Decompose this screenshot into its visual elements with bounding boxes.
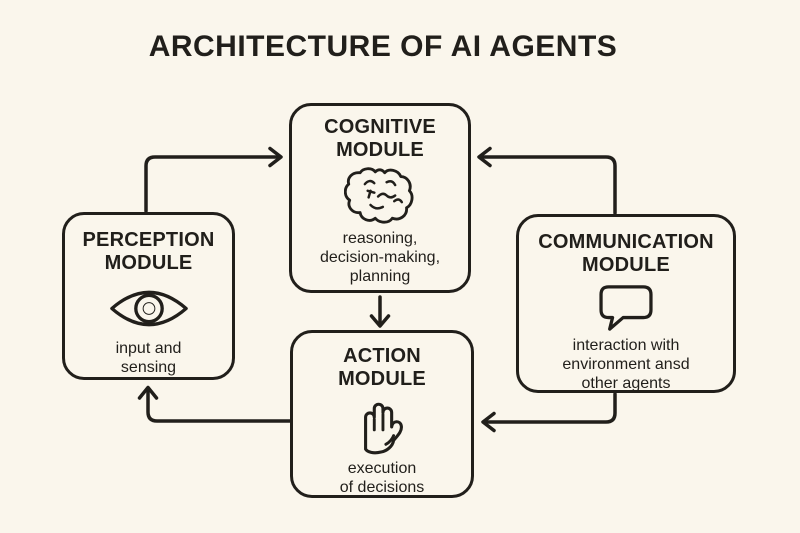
communication-module-title: COMMUNICATION MODULE <box>538 231 714 276</box>
cognitive-module-title: COGNITIVE MODULE <box>324 116 436 161</box>
communication-module-description: interaction with environment ansd other … <box>562 337 690 392</box>
perception-module-title: PERCEPTION MODULE <box>82 229 215 274</box>
communication-module: COMMUNICATION MODULE interaction with en… <box>516 214 736 393</box>
action-module-title: ACTION MODULE <box>338 345 426 390</box>
page-title: ARCHITECTURE OF AI AGENTS <box>148 30 618 63</box>
arrow-perception-to-cognitive <box>144 146 283 213</box>
perception-module: PERCEPTION MODULE input and sensing <box>62 212 235 380</box>
speech-bubble-icon <box>599 285 653 331</box>
arrow-action-to-perception <box>137 385 292 423</box>
brain-icon <box>344 167 414 224</box>
hand-icon <box>364 402 403 455</box>
cognitive-module: COGNITIVE MODULE reasoning, decision-mak… <box>289 103 471 293</box>
perception-module-description: input and sensing <box>115 340 182 376</box>
eye-icon <box>109 290 188 327</box>
arrow-cognitive-to-action <box>369 295 391 328</box>
arrow-communication-to-cognitive <box>477 146 617 215</box>
arrow-communication-to-action <box>481 392 617 433</box>
action-module: ACTION MODULE execution of decisions <box>290 330 474 498</box>
action-module-description: execution of decisions <box>339 460 425 496</box>
cognitive-module-description: reasoning, decision-making, planning <box>319 230 441 285</box>
